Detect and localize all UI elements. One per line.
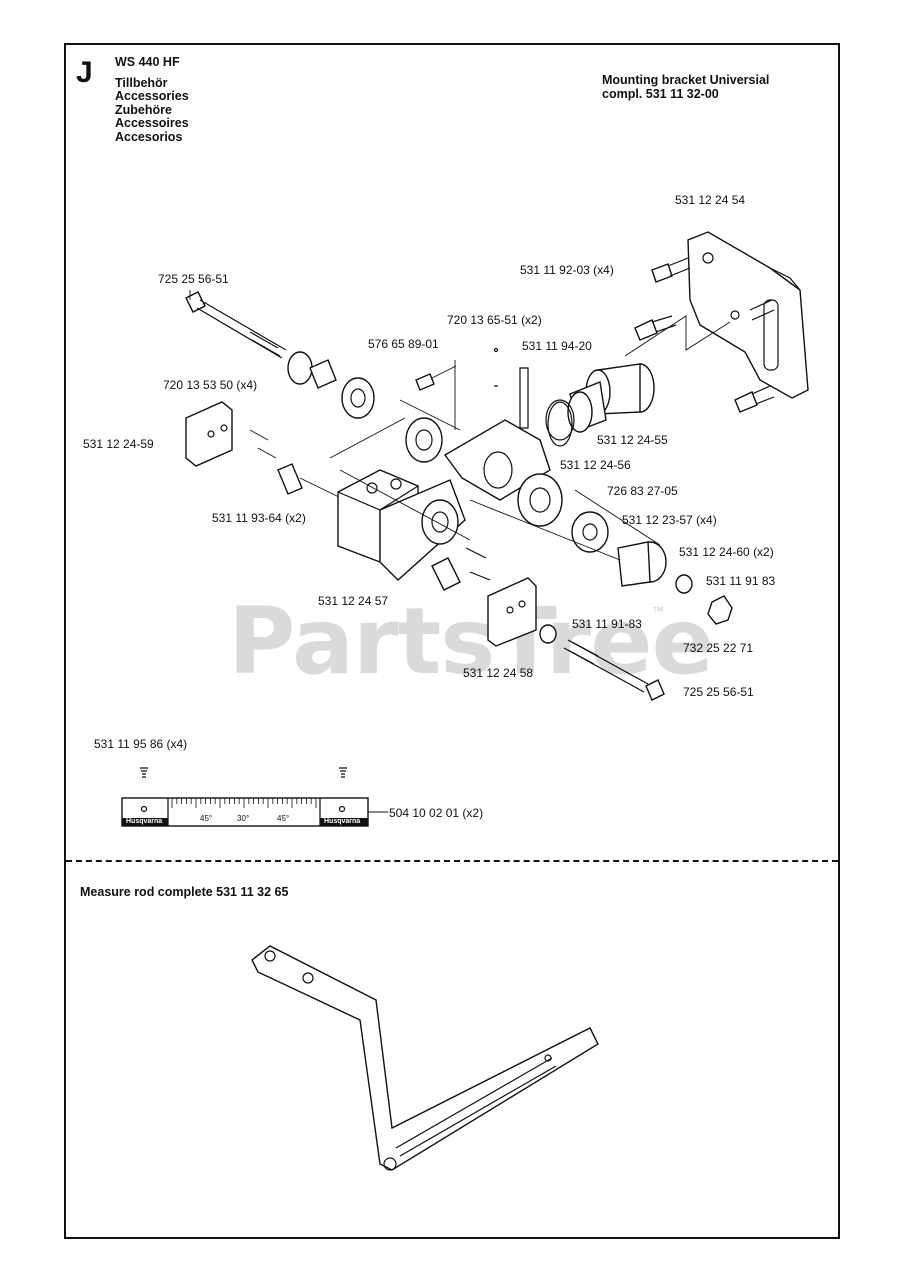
- measure-rod-title: Measure rod complete 531 11 32 65: [80, 885, 289, 899]
- lower-springs: [431, 547, 491, 591]
- angle-scale: [121, 797, 388, 827]
- part-label-531-12-24-57: 531 12 24 57: [318, 594, 389, 608]
- right-assembly: [617, 541, 733, 625]
- right-clamp-plate: [487, 577, 537, 647]
- part-label-726-83-27-05: 726 83 27-05: [607, 484, 678, 498]
- scale-angle-mid: 30°: [237, 814, 250, 823]
- bracket-bolts: [634, 257, 775, 413]
- bracket-title: Mounting bracket Universial compl. 531 1…: [602, 73, 769, 101]
- scale-brand-right: Husqvarna: [324, 818, 361, 825]
- part-label-531-11-92-03: 531 11 92-03 (x4): [520, 263, 614, 277]
- part-label-531-11-91-83: 531 11 91-83: [572, 617, 642, 631]
- long-bolt-bottom: [539, 624, 665, 701]
- part-label-531-12-24-60: 531 12 24-60 (x2): [679, 545, 774, 559]
- measure-rod: [251, 945, 599, 1171]
- spring-left: [277, 463, 346, 501]
- center-washers: [405, 399, 609, 553]
- bracket-title-line2: compl. 531 11 32-00: [602, 87, 719, 101]
- part-label-576-65-89-01: 576 65 89-01: [368, 337, 439, 351]
- left-clamp-plate: [185, 401, 277, 467]
- part-label-725-25-56-51-top: 725 25 56-51: [158, 272, 229, 286]
- pins-small: [415, 347, 529, 430]
- part-label-720-13-65-51: 720 13 65-51 (x2): [447, 313, 542, 327]
- part-label-504-10-02-01: 504 10 02 01 (x2): [389, 806, 484, 820]
- watermark-trademark: ™: [652, 604, 664, 618]
- part-label-531-11-93-64: 531 11 93-64 (x2): [212, 511, 306, 525]
- part-label-531-12-24-55: 531 12 24-55: [597, 433, 668, 447]
- section-letter: J: [76, 56, 93, 89]
- accessories-title-fr: Accessoires: [115, 116, 189, 131]
- part-label-531-11-94-20: 531 11 94-20: [522, 339, 592, 353]
- bracket-title-line1: Mounting bracket Universial: [602, 73, 770, 87]
- accessories-title-de: Zubehöre: [115, 102, 172, 117]
- accessories-title-sv: Tillbehör: [115, 75, 168, 90]
- spindle-collar: [547, 363, 655, 447]
- accessories-title-en: Accessories: [115, 89, 189, 104]
- part-label-725-25-56-51-bottom: 725 25 56-51: [683, 685, 754, 699]
- part-label-531-12-24-56: 531 12 24-56: [560, 458, 631, 472]
- main-block: [337, 469, 466, 581]
- accessories-title-es: Accesorios: [115, 129, 183, 144]
- mounting-bracket-plate: [687, 231, 809, 399]
- part-label-531-11-91-83-right: 531 11 91 83: [706, 574, 776, 588]
- part-label-531-12-24-54: 531 12 24 54: [675, 193, 746, 207]
- part-label-531-11-95-86: 531 11 95 86 (x4): [94, 737, 188, 751]
- scale-angle-right: 45°: [277, 814, 290, 823]
- projection-lines: [329, 399, 661, 561]
- part-label-720-13-53-50: 720 13 53 50 (x4): [163, 378, 258, 392]
- long-bolt-top: [185, 291, 375, 419]
- part-label-732-25-22-71: 732 25 22 71: [683, 641, 754, 655]
- title-block: WS 440 HF Tillbehör Accessories Zubehöre…: [115, 55, 189, 145]
- scale-brand-left: Husqvarna: [126, 818, 163, 825]
- model-name: WS 440 HF: [115, 55, 180, 69]
- scale-angle-left: 45°: [200, 814, 213, 823]
- watermark-text: PartsTree: [228, 588, 714, 695]
- part-label-531-12-23-57: 531 12 23-57 (x4): [622, 513, 717, 527]
- part-label-531-12-24-58: 531 12 24 58: [463, 666, 534, 680]
- part-label-531-12-24-59: 531 12 24-59: [83, 437, 154, 451]
- section-divider: [66, 860, 838, 862]
- diagram-frame: [64, 43, 840, 1239]
- scale-screws: [140, 767, 347, 778]
